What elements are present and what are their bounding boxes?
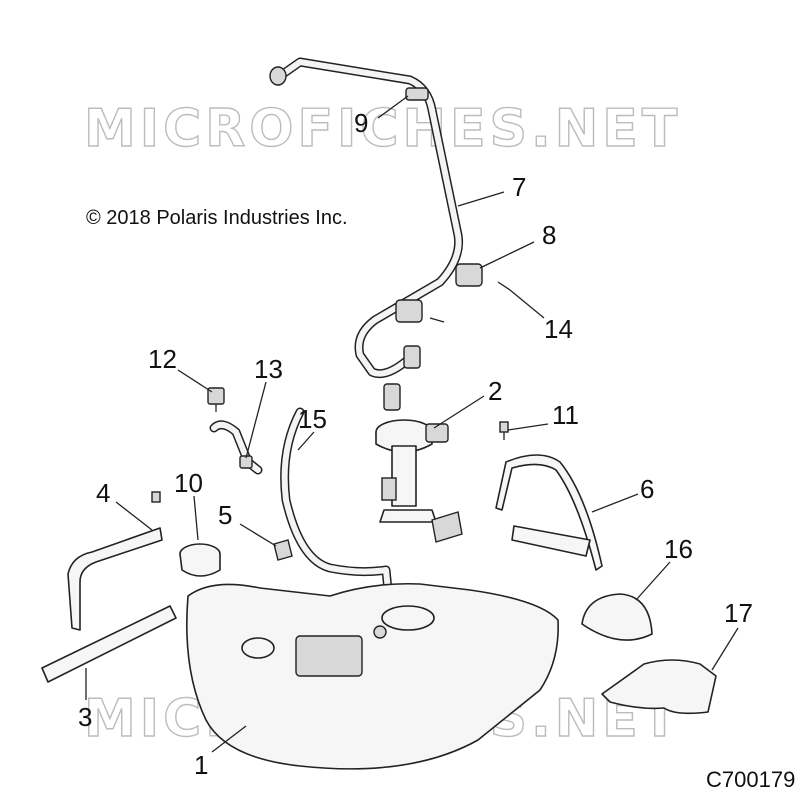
part-1-fuel-tank xyxy=(186,582,559,770)
diagram-code: C700179 xyxy=(706,767,795,792)
copyright-text: © 2018 Polaris Industries Inc. xyxy=(86,207,348,229)
screw-mid xyxy=(429,317,445,323)
callout-13: 13 xyxy=(254,354,283,384)
callout-16: 16 xyxy=(664,534,693,564)
leader-11 xyxy=(507,423,549,431)
part-4-strap xyxy=(67,491,163,631)
callout-17: 17 xyxy=(724,598,753,628)
leader-15 xyxy=(297,431,315,451)
leader-16 xyxy=(635,561,671,601)
leader-7 xyxy=(457,191,505,207)
watermark-top: MICROFICHES.NET xyxy=(84,99,681,159)
callout-10: 10 xyxy=(174,468,203,498)
callout-15: 15 xyxy=(298,404,327,434)
leader-9 xyxy=(377,95,409,119)
part-8-clip xyxy=(455,263,483,287)
leader-10 xyxy=(193,495,199,541)
leader-8 xyxy=(479,241,535,269)
callout-1: 1 xyxy=(194,750,208,780)
leader-4 xyxy=(115,501,153,531)
part-13-hose xyxy=(209,420,263,475)
leader-13 xyxy=(245,381,267,459)
callout-5: 5 xyxy=(218,500,232,530)
part-9-clip xyxy=(405,87,429,101)
part-5-fitting xyxy=(273,539,293,561)
leader-12 xyxy=(177,369,213,393)
callout-9: 9 xyxy=(354,108,368,138)
leader-14 xyxy=(509,289,545,319)
leader-5 xyxy=(239,523,277,547)
callout-12: 12 xyxy=(148,344,177,374)
callout-11: 11 xyxy=(552,400,579,430)
leader-6 xyxy=(591,493,639,513)
leader-2 xyxy=(433,395,485,429)
callout-3: 3 xyxy=(78,702,92,732)
part-17-module xyxy=(601,659,717,715)
part-15-hose xyxy=(280,407,393,595)
callout-7: 7 xyxy=(512,172,526,202)
vent-connector xyxy=(403,345,421,369)
part-14-screw xyxy=(497,281,511,291)
leader-17 xyxy=(711,627,739,671)
callout-8: 8 xyxy=(542,220,556,250)
clip-mid xyxy=(395,299,423,323)
callout-4: 4 xyxy=(96,478,110,508)
part-11-bolt xyxy=(499,421,509,440)
part-3-pad xyxy=(41,605,177,683)
part-10-fuel-cap xyxy=(179,543,221,577)
callout-14: 14 xyxy=(544,314,573,344)
callout-6: 6 xyxy=(640,474,654,504)
part-6-strap xyxy=(495,454,603,571)
part-16-dome xyxy=(581,593,653,641)
callout-2: 2 xyxy=(488,376,502,406)
leader-1 xyxy=(211,725,247,753)
part-2-fuel-pump xyxy=(375,383,463,543)
